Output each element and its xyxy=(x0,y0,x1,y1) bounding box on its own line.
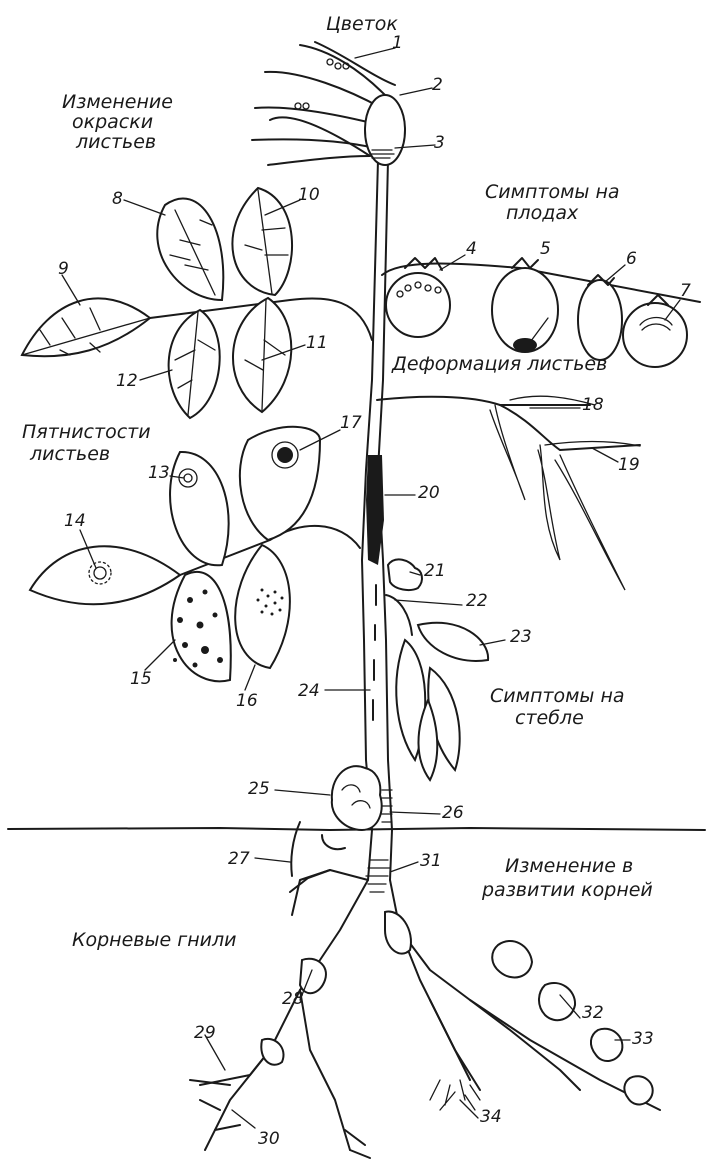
number-label: 28 xyxy=(282,990,304,1008)
leaf-16 xyxy=(235,545,290,668)
number-label: 25 xyxy=(248,780,270,798)
fruit-7 xyxy=(623,303,687,367)
gall-32 xyxy=(492,941,532,977)
leaf-17 xyxy=(240,427,320,540)
caption-leaf-deformation: Деформация листьев xyxy=(392,354,607,375)
number-label: 12 xyxy=(116,372,138,390)
leaf-13 xyxy=(170,452,229,565)
leaf-branch-color xyxy=(22,188,372,418)
number-label: 20 xyxy=(418,484,440,502)
caption-flower: Цветок xyxy=(326,14,398,35)
number-label: 3 xyxy=(434,134,445,152)
number-label: 27 xyxy=(228,850,250,868)
stem-symptoms xyxy=(332,455,488,830)
caption-spots-1: Пятнистости xyxy=(22,422,151,443)
number-label: 16 xyxy=(236,692,258,710)
number-label: 4 xyxy=(466,240,477,258)
leaf-10 xyxy=(232,188,292,295)
number-label: 2 xyxy=(432,76,443,94)
leaf-9 xyxy=(22,298,150,356)
number-label: 5 xyxy=(540,240,551,258)
caption-leaf-color-1: Изменение xyxy=(62,92,173,113)
number-label: 32 xyxy=(582,1004,604,1022)
number-label: 24 xyxy=(298,682,320,700)
flower xyxy=(252,42,405,165)
number-label: 23 xyxy=(510,628,532,646)
number-label: 19 xyxy=(618,456,640,474)
number-label: 34 xyxy=(480,1108,502,1126)
gall-33 xyxy=(591,1029,622,1061)
number-label: 14 xyxy=(64,512,86,530)
caption-fruit-1: Симптомы на xyxy=(485,182,620,203)
number-label: 13 xyxy=(148,464,170,482)
gall-25 xyxy=(332,766,382,830)
number-label: 6 xyxy=(626,250,637,268)
number-label: 7 xyxy=(680,282,691,300)
number-label: 8 xyxy=(112,190,123,208)
caption-leaf-color-2: окраски xyxy=(72,112,153,133)
deformed-leaves-branch xyxy=(377,396,640,590)
number-label: 15 xyxy=(130,670,152,688)
number-label: 26 xyxy=(442,804,464,822)
number-label: 9 xyxy=(58,260,69,278)
caption-root-rot: Корневые гнили xyxy=(72,930,236,951)
caption-stem-2: стебле xyxy=(515,708,584,729)
fruit-branch xyxy=(382,258,700,367)
number-label: 11 xyxy=(306,334,328,352)
number-label: 31 xyxy=(420,852,442,870)
caption-root-dev-1: Изменение в xyxy=(505,856,633,877)
caption-root-dev-2: развитии корней xyxy=(482,880,653,901)
leaf-8 xyxy=(157,198,223,300)
caption-leaf-color-3: листьев xyxy=(76,132,156,153)
number-label: 10 xyxy=(298,186,320,204)
number-label: 33 xyxy=(632,1030,654,1048)
caption-stem-1: Симптомы на xyxy=(490,686,625,707)
number-label: 21 xyxy=(424,562,446,580)
caption-spots-2: листьев xyxy=(30,444,110,465)
number-label: 29 xyxy=(194,1024,216,1042)
leaf-23 xyxy=(418,623,488,661)
number-label: 30 xyxy=(258,1130,280,1148)
leaf-12 xyxy=(169,310,220,418)
fruit-6 xyxy=(578,280,622,360)
number-label: 18 xyxy=(582,396,604,414)
caption-fruit-2: плодах xyxy=(506,203,578,224)
number-label: 17 xyxy=(340,414,362,432)
number-label: 1 xyxy=(392,34,403,52)
number-label: 22 xyxy=(466,592,488,610)
